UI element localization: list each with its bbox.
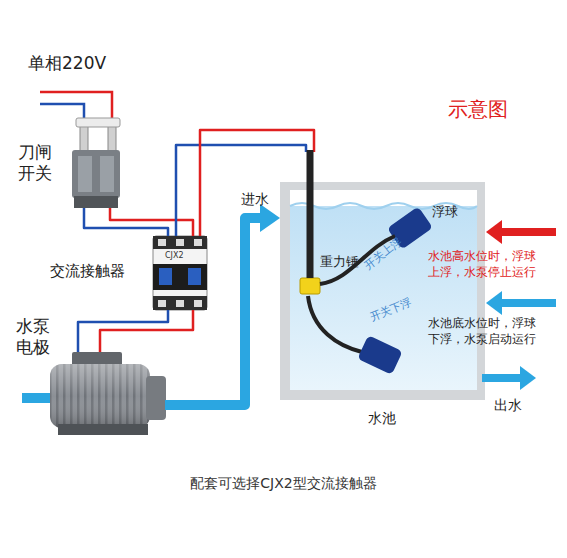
indicator-arrows xyxy=(482,220,556,390)
drawn-shape xyxy=(159,268,172,285)
wire-line xyxy=(165,218,262,405)
drawn-shape xyxy=(108,126,116,154)
wire-line xyxy=(84,208,168,236)
switch-box: 刀闸开关 xyxy=(72,118,120,208)
drawn-shape xyxy=(500,228,556,236)
node-label: 水池 xyxy=(368,410,396,428)
drawn-shape xyxy=(300,278,320,294)
drawn-shape xyxy=(50,364,150,428)
node-label: 浮球 xyxy=(432,204,458,220)
drawn-shape xyxy=(290,206,477,390)
wire-line xyxy=(100,310,193,352)
water-pump xyxy=(22,352,166,435)
note-text: 水池高水位时，浮球上浮，水泵停止运行 xyxy=(428,249,538,280)
drawn-shape xyxy=(176,300,184,307)
connector xyxy=(78,310,193,352)
drawn-shape xyxy=(486,220,502,244)
node-label: 刀闸开关 xyxy=(18,142,54,185)
drawn-shape xyxy=(50,364,150,428)
supply-label: 单相220V xyxy=(28,52,106,74)
drawn-shape xyxy=(194,239,202,246)
drawn-shape xyxy=(188,268,201,285)
float-note: 开关下浮 xyxy=(368,296,414,326)
drawn-shape xyxy=(153,296,207,310)
drawn-shape xyxy=(74,196,118,208)
drawn-shape xyxy=(146,376,166,420)
float-note: 开关上浮 xyxy=(362,235,405,273)
drawn-shape xyxy=(308,296,362,352)
note-text: 水池底水位时，浮球下浮，水泵启动运行 xyxy=(428,316,538,347)
drawn-shape xyxy=(58,424,148,435)
node-label: 重力锤 xyxy=(320,254,359,270)
connector xyxy=(165,204,280,405)
edge-label: 进水 xyxy=(241,190,269,208)
outlet-label: 出水 xyxy=(494,396,522,414)
pump-box: 水泵电极 xyxy=(30,352,165,435)
drawn-shape xyxy=(78,156,92,192)
contactor xyxy=(153,236,207,310)
arrow-head xyxy=(260,204,280,232)
contactor-box: 交流接触器 xyxy=(153,236,207,310)
wire-line xyxy=(110,208,193,236)
drawn-shape xyxy=(80,126,88,154)
knife-switch xyxy=(72,118,120,208)
drawn-shape xyxy=(153,264,207,290)
caption: 配套可选择CJX2型交流接触器 xyxy=(0,474,567,492)
node-label: 水泵电极 xyxy=(16,316,52,359)
drawn-shape xyxy=(290,190,477,390)
drawn-shape xyxy=(72,150,120,198)
wire-line xyxy=(307,150,314,278)
node-label: 交流接触器 xyxy=(50,262,125,281)
diagram-title: 示意图 xyxy=(448,96,508,122)
tank-box: 水池浮球重力锤 xyxy=(280,182,485,400)
drawn-shape xyxy=(482,374,522,382)
drawn-shape xyxy=(76,118,120,127)
drawn-shape xyxy=(153,236,207,310)
drawn-shape xyxy=(100,156,114,192)
drawn-shape xyxy=(176,239,184,246)
drawn-shape xyxy=(158,239,166,246)
weight-box: 重力锤 xyxy=(300,278,320,294)
drawn-shape xyxy=(486,291,502,315)
drawn-shape xyxy=(194,300,202,307)
drawn-shape xyxy=(153,236,207,249)
model-text: CJX2 xyxy=(165,251,184,261)
drawn-shape xyxy=(500,299,556,307)
drawn-shape xyxy=(520,366,536,390)
drawn-shape xyxy=(357,335,402,375)
counterweight xyxy=(300,278,320,294)
drawn-shape xyxy=(158,300,166,307)
